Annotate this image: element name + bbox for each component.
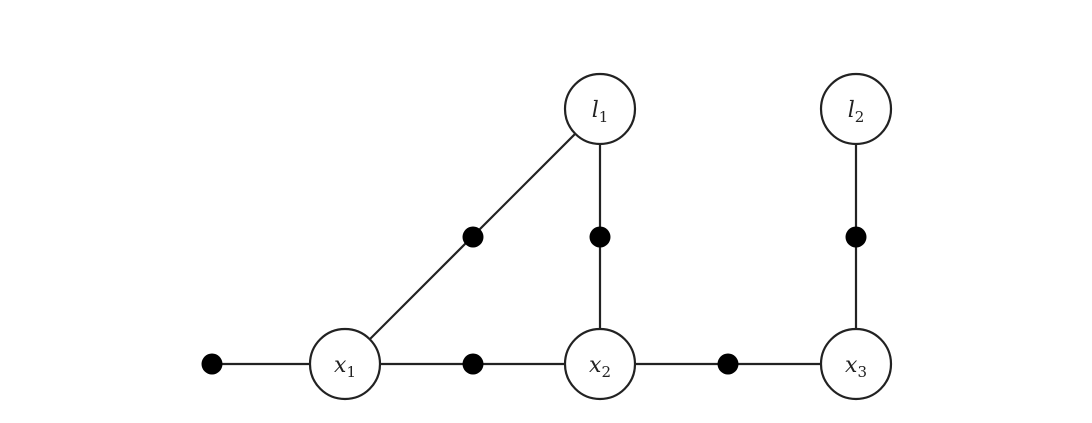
factor-odom-x1-x2: [462, 353, 484, 375]
variable-node-l2: l2: [819, 72, 893, 146]
factor-prior-x1: [201, 353, 223, 375]
variable-label-x1: x1: [334, 353, 356, 381]
variable-label-x3: x3: [845, 353, 867, 381]
variable-label-x2: x2: [589, 353, 611, 381]
factor-meas-x2-l1: [589, 226, 611, 248]
factor-meas-x3-l2: [845, 226, 867, 248]
factor-meas-x1-l1: [462, 226, 484, 248]
variable-label-l1: l1: [592, 98, 609, 126]
variable-node-x1: x1: [308, 327, 382, 401]
variable-node-x2: x2: [563, 327, 637, 401]
variable-node-l1: l1: [563, 72, 637, 146]
variable-label-l2: l2: [848, 98, 865, 126]
factor-odom-x2-x3: [717, 353, 739, 375]
variable-node-x3: x3: [819, 327, 893, 401]
